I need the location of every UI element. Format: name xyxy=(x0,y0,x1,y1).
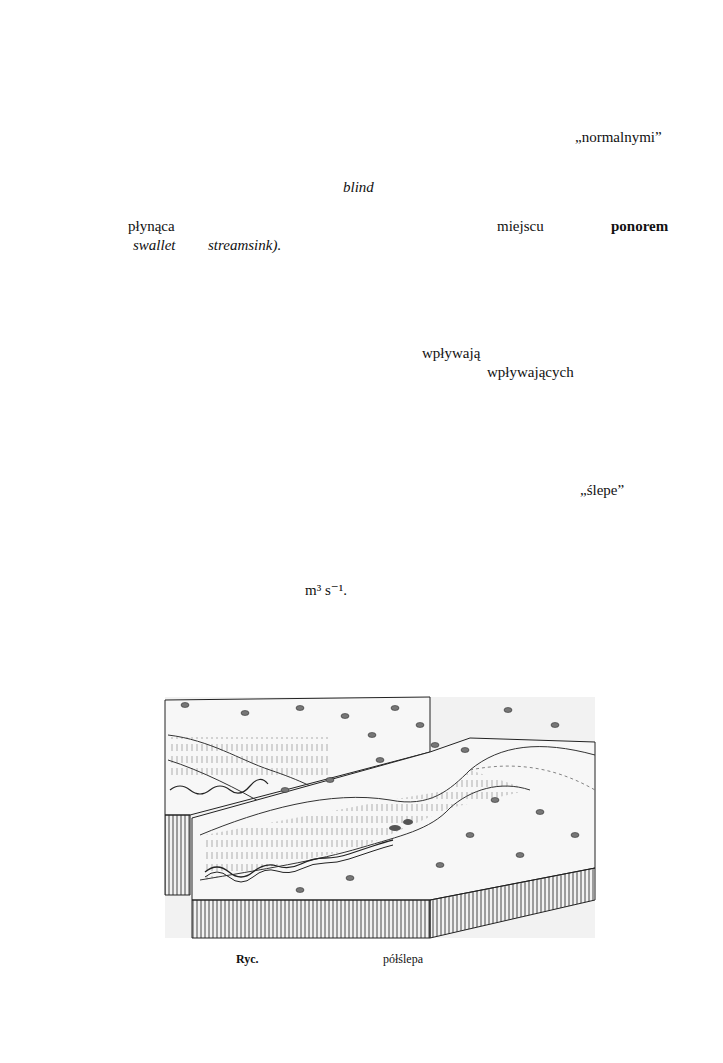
text-fragment: blind xyxy=(343,178,374,196)
text-fragment: wpływających xyxy=(487,363,574,381)
text-fragment: swallet xyxy=(133,236,176,254)
text-fragment: miejscu xyxy=(497,217,544,235)
text-fragment: m³ s⁻¹. xyxy=(305,581,347,599)
text-fragment: ponorem xyxy=(611,217,668,235)
text-fragment: „normalnymi” xyxy=(575,128,662,146)
text-fragment: półślepa xyxy=(383,950,423,968)
text-fragment: wpływają xyxy=(422,344,480,362)
text-fragment: „ślepe” xyxy=(580,481,624,499)
text-fragment: streamsink). xyxy=(208,236,281,254)
text-fragment: Ryc. xyxy=(236,950,259,968)
text-fragment: płynąca xyxy=(128,217,175,235)
